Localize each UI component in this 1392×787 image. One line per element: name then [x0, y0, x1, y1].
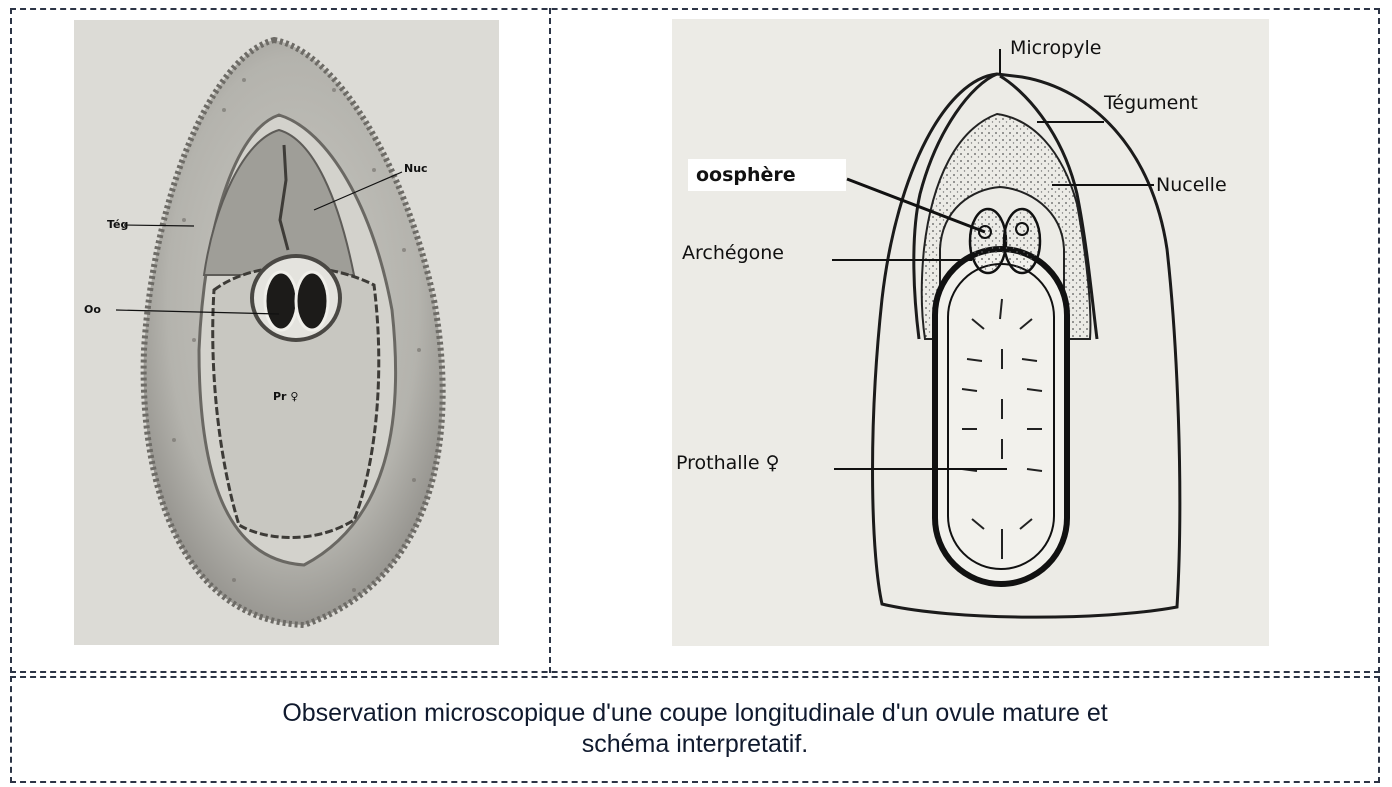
label-archegone: Archégone — [682, 242, 784, 264]
figure-caption: Observation microscopique d'une coupe lo… — [10, 698, 1380, 760]
micrograph-image: Tég Nuc Oo Pr ♀ — [74, 20, 499, 645]
label-micropyle: Micropyle — [1010, 37, 1101, 59]
label-oosphere: oosphère — [696, 164, 796, 186]
schema-drawing: Micropyle Tégument oosphère Nucelle Arch… — [672, 19, 1269, 646]
interpretive-schema: Micropyle Tégument oosphère Nucelle Arch… — [672, 19, 1269, 646]
archegone-right — [1004, 209, 1040, 273]
label-teg: Tég — [107, 218, 128, 231]
label-oo: Oo — [84, 303, 101, 316]
label-pr: Pr ♀ — [273, 390, 298, 403]
label-nucelle: Nucelle — [1156, 174, 1227, 196]
label-tegument: Tégument — [1103, 92, 1198, 114]
caption-line-2: schéma interpretatif. — [10, 729, 1380, 760]
micrograph-drawing: Tég Nuc Oo Pr ♀ — [74, 20, 499, 645]
label-nuc: Nuc — [404, 162, 428, 175]
caption-line-1: Observation microscopique d'une coupe lo… — [10, 698, 1380, 729]
frame-divider — [549, 8, 551, 673]
label-prothalle: Prothalle ♀ — [676, 452, 779, 474]
archegone-left — [970, 209, 1006, 273]
